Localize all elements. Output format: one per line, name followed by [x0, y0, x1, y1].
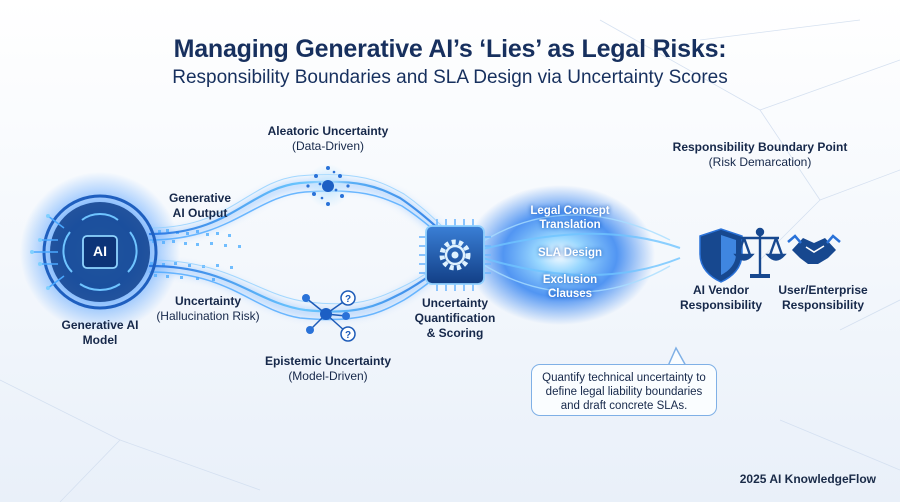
quantification-label: Uncertainty Quantification & Scoring: [405, 296, 505, 341]
handshake-icon: [787, 234, 841, 264]
label-line: Uncertainty: [174, 294, 242, 308]
label-line: (Model-Driven): [288, 369, 368, 383]
right-stream: [465, 185, 690, 325]
background-network-lines: [0, 19, 900, 502]
label-line: Quantification: [414, 311, 496, 325]
label-line: Generative AI: [61, 318, 139, 332]
uncertainty-label: Uncertainty (Hallucination Risk): [143, 294, 273, 324]
sla-design-label: SLA Design: [537, 247, 603, 259]
page-subtitle: Responsibility Boundaries and SLA Design…: [172, 67, 728, 88]
ai-chip-label: AI: [93, 243, 107, 259]
label-line: (Risk Demarcation): [708, 155, 812, 169]
shield-icon: [699, 228, 743, 283]
label-line: (Data-Driven): [291, 139, 364, 153]
callout-line: Quantify technical uncertainty to: [542, 372, 706, 384]
ai-vendor-responsibility-label: AI Vendor Responsibility: [666, 283, 776, 313]
svg-text:?: ?: [345, 330, 351, 341]
brain-icon: [30, 194, 158, 310]
label-line: Responsibility Boundary Point: [672, 140, 848, 154]
label-line: User/Enterprise: [778, 283, 868, 297]
callout-line: define legal liability boundaries: [545, 386, 703, 398]
label-line: & Scoring: [426, 326, 484, 340]
svg-text:?: ?: [345, 294, 351, 305]
label-line: Epistemic Uncertainty: [264, 354, 392, 368]
label-line: Translation: [539, 219, 601, 231]
footer-credit: 2025 AI KnowledgeFlow: [739, 472, 876, 486]
epistemic-network-icon: ? ?: [302, 290, 356, 342]
label-line: Aleatoric Uncertainty: [267, 124, 389, 138]
label-line: Generative: [168, 191, 232, 205]
generative-output-label: Generative AI Output: [160, 191, 240, 221]
callout-line: and draft concrete SLAs.: [560, 400, 688, 412]
gear-chip-icon: [419, 219, 491, 291]
label-line: Legal Concept: [530, 205, 610, 217]
label-line: Responsibility: [781, 298, 864, 312]
label-line: Exclusion: [542, 274, 598, 286]
exclusion-clauses-label: Exclusion Clauses: [520, 273, 620, 301]
label-line: AI Vendor: [692, 283, 749, 297]
page-title: Managing Generative AI’s ‘Lies’ as Legal…: [173, 35, 727, 63]
epistemic-label: Epistemic Uncertainty (Model-Driven): [258, 354, 398, 384]
label-line: AI Output: [172, 206, 228, 220]
legal-translation-label: Legal Concept Translation: [520, 204, 620, 232]
label-line: Model: [82, 333, 118, 347]
scales-icon: [733, 227, 787, 278]
aleatoric-cluster-icon: [306, 164, 350, 208]
label-line: Uncertainty: [421, 296, 489, 310]
label-line: Responsibility: [679, 298, 762, 312]
summary-callout: Quantify technical uncertainty to define…: [531, 364, 717, 416]
label-line: (Hallucination Risk): [156, 309, 260, 323]
generative-ai-model-label: Generative AI Model: [40, 318, 160, 348]
user-enterprise-responsibility-label: User/Enterprise Responsibility: [768, 283, 878, 313]
label-line: Clauses: [547, 288, 593, 300]
responsibility-boundary-label: Responsibility Boundary Point (Risk Dema…: [660, 140, 860, 170]
aleatoric-label: Aleatoric Uncertainty (Data-Driven): [258, 124, 398, 154]
